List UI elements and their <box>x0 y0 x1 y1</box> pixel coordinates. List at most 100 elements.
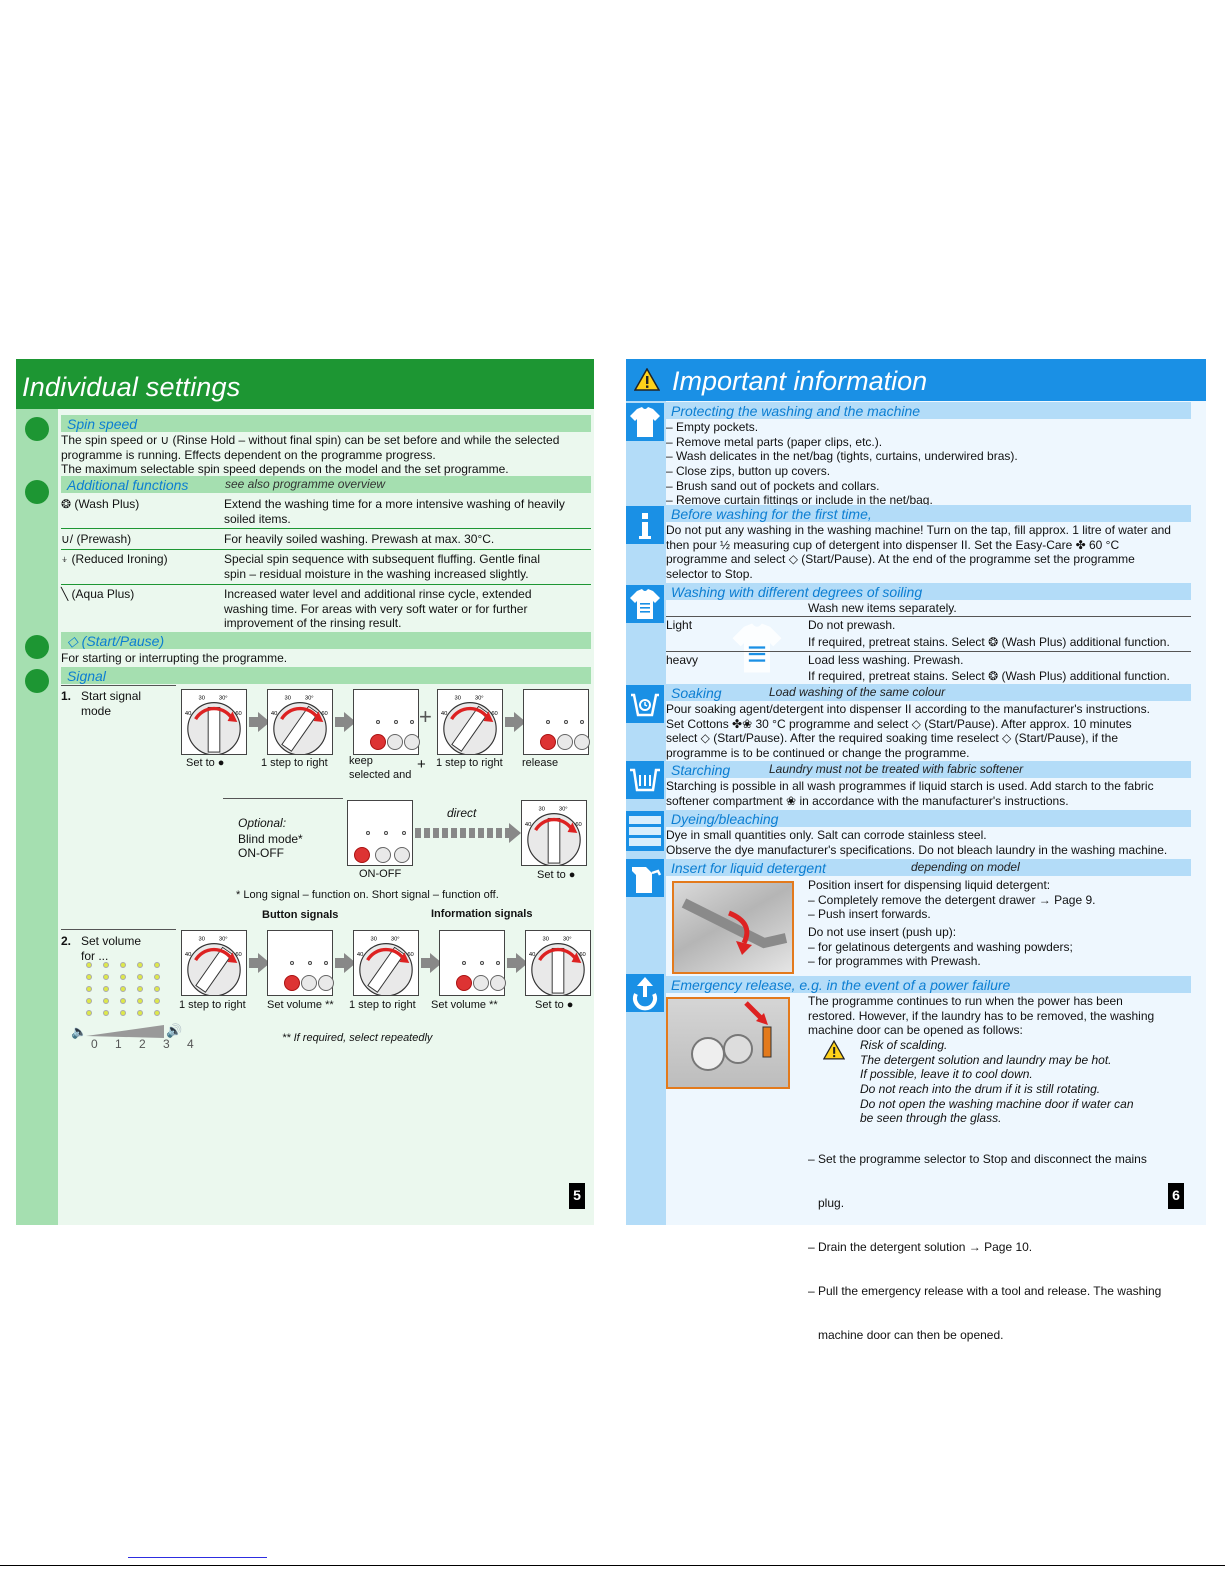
panel-button <box>490 975 506 991</box>
soiling-row: Wash new items separately. <box>808 601 957 615</box>
addfunc-label: ❂ (Wash Plus) <box>61 497 140 511</box>
volume-dot <box>103 962 109 968</box>
selected-button <box>370 734 386 750</box>
svg-text:40: 40 <box>525 822 531 828</box>
warning-icon <box>634 368 660 391</box>
direct-label: direct <box>447 806 477 820</box>
flow-arrow <box>249 717 259 727</box>
button-panel <box>353 689 420 755</box>
indicator-dot <box>376 720 380 724</box>
svg-text:30: 30 <box>198 696 204 702</box>
emergency-release-drawing <box>691 1001 772 1071</box>
svg-text:40: 40 <box>185 711 191 717</box>
diagram-caption: 1 step to right <box>179 999 246 1011</box>
step-number: 2. <box>61 934 72 948</box>
text-line: programme and select ◇ (Start/Pause). At… <box>666 552 1135 567</box>
table-divider <box>61 584 591 585</box>
svg-text:30°: 30° <box>563 937 572 943</box>
panel-button <box>473 975 489 991</box>
flow-arrow <box>335 717 345 727</box>
list-item: – Close zips, button up covers. <box>666 463 831 478</box>
section-heading-spin-speed: Spin speed <box>61 415 591 432</box>
svg-text:30: 30 <box>454 696 460 702</box>
volume-dot <box>103 1010 109 1016</box>
section-heading-dyeing: Dyeing/bleaching <box>666 810 1191 827</box>
list-item: – Remove curtain fittings or include in … <box>666 493 933 508</box>
step-label: Start signal mode <box>81 689 141 718</box>
soiling-row: If required, pretreat stains. Select ❂ (… <box>808 669 1170 683</box>
list-item: – Empty pockets. <box>666 420 759 434</box>
text-line: The programme continues to run when the … <box>808 994 1123 1008</box>
spin-text: The spin speed or ∪ (Rinse Hold – withou… <box>61 433 591 477</box>
diagram-caption: 1 step to right <box>349 999 416 1011</box>
table-divider <box>61 528 591 529</box>
text-line: Dye in small quantities only. Salt can c… <box>666 828 987 842</box>
section-heading-emergency: Emergency release, e.g. in the event of … <box>666 976 1191 993</box>
svg-text:60: 60 <box>321 711 327 717</box>
volume-dot <box>103 974 109 980</box>
panel-button <box>301 975 317 991</box>
section-heading-signal: Signal <box>61 667 591 684</box>
step-line: mode <box>81 703 112 718</box>
tshirt-list-icon <box>732 623 782 673</box>
soiling-row: Do not prewash. <box>808 618 896 632</box>
before-text: Do not put any washing in the washing ma… <box>666 523 1171 582</box>
soaking-note: Load washing of the same colour <box>769 685 946 699</box>
desc-line: Special spin sequence with subsequent fl… <box>224 552 540 566</box>
indicator-dot <box>564 720 568 724</box>
text-line: Do not open the washing machine door if … <box>860 1096 1134 1111</box>
volume-dot <box>86 1010 92 1016</box>
svg-text:30°: 30° <box>475 696 484 702</box>
blind-mode-label: Blind mode* <box>238 832 303 846</box>
text-line: Set Cottons ✤❀ 30 °C programme and selec… <box>666 716 1132 731</box>
spin-heading-text: Spin speed <box>67 416 138 432</box>
indicator-dot <box>410 720 414 724</box>
startpause-text: For starting or interrupting the program… <box>61 651 288 665</box>
dye-icon <box>626 811 664 851</box>
divider <box>223 798 343 799</box>
soak-tub-icon <box>626 685 664 723</box>
svg-text:30°: 30° <box>305 696 314 702</box>
volume-dot <box>154 974 160 980</box>
text-line: Starching is possible in all wash progra… <box>666 779 1154 793</box>
volume-dot <box>120 986 126 992</box>
section-bullet <box>25 480 49 504</box>
section-heading-additional: Additional functions see also programme … <box>61 476 591 493</box>
insert-heading-text: Insert for liquid detergent <box>671 860 826 876</box>
text-line: Do not reach into the drum if it is stil… <box>860 1081 1101 1096</box>
liquid-jug-icon <box>626 859 664 897</box>
info-signals-label: Information signals <box>431 908 533 920</box>
svg-text:40: 40 <box>357 952 363 958</box>
addfunc-label: ∪/ (Prewash) <box>61 532 132 546</box>
starching-heading-text: Starching <box>671 762 731 778</box>
panel-button <box>375 847 391 863</box>
emergency-intro: The programme continues to run when the … <box>808 994 1154 1038</box>
section-heading-protecting: Protecting the washing and the machine <box>666 402 1191 419</box>
volume-dot <box>86 986 92 992</box>
diagram-caption: + <box>417 756 426 773</box>
list-item: – Remove metal parts (paper clips, etc.)… <box>666 434 883 449</box>
volume-dot <box>86 962 92 968</box>
list-item: – Wash delicates in the net/bag (tights,… <box>666 449 1018 464</box>
volume-dot <box>103 986 109 992</box>
additional-heading-text: Additional functions <box>67 477 189 493</box>
volume-dot <box>120 998 126 1004</box>
svg-text:30: 30 <box>370 937 376 943</box>
indicator-dot <box>496 961 500 965</box>
page-title-right: Important information <box>626 359 1206 401</box>
step-line: Start signal <box>81 689 142 703</box>
volume-dot <box>154 1010 160 1016</box>
text-line: – Pull the emergency release with a tool… <box>808 1283 1162 1298</box>
volume-dot <box>154 998 160 1004</box>
button-panel <box>347 800 413 866</box>
direct-arrow <box>415 828 510 838</box>
text-line: Do not use insert (push up): <box>808 924 957 939</box>
link-underline <box>128 1557 267 1558</box>
footnote: * Long signal – function on. Short signa… <box>236 889 499 901</box>
optional-label: Optional: <box>238 816 287 830</box>
insert-text: Position insert for dispensing liquid de… <box>808 878 1095 969</box>
svg-text:40: 40 <box>441 711 447 717</box>
svg-text:30°: 30° <box>219 696 228 702</box>
